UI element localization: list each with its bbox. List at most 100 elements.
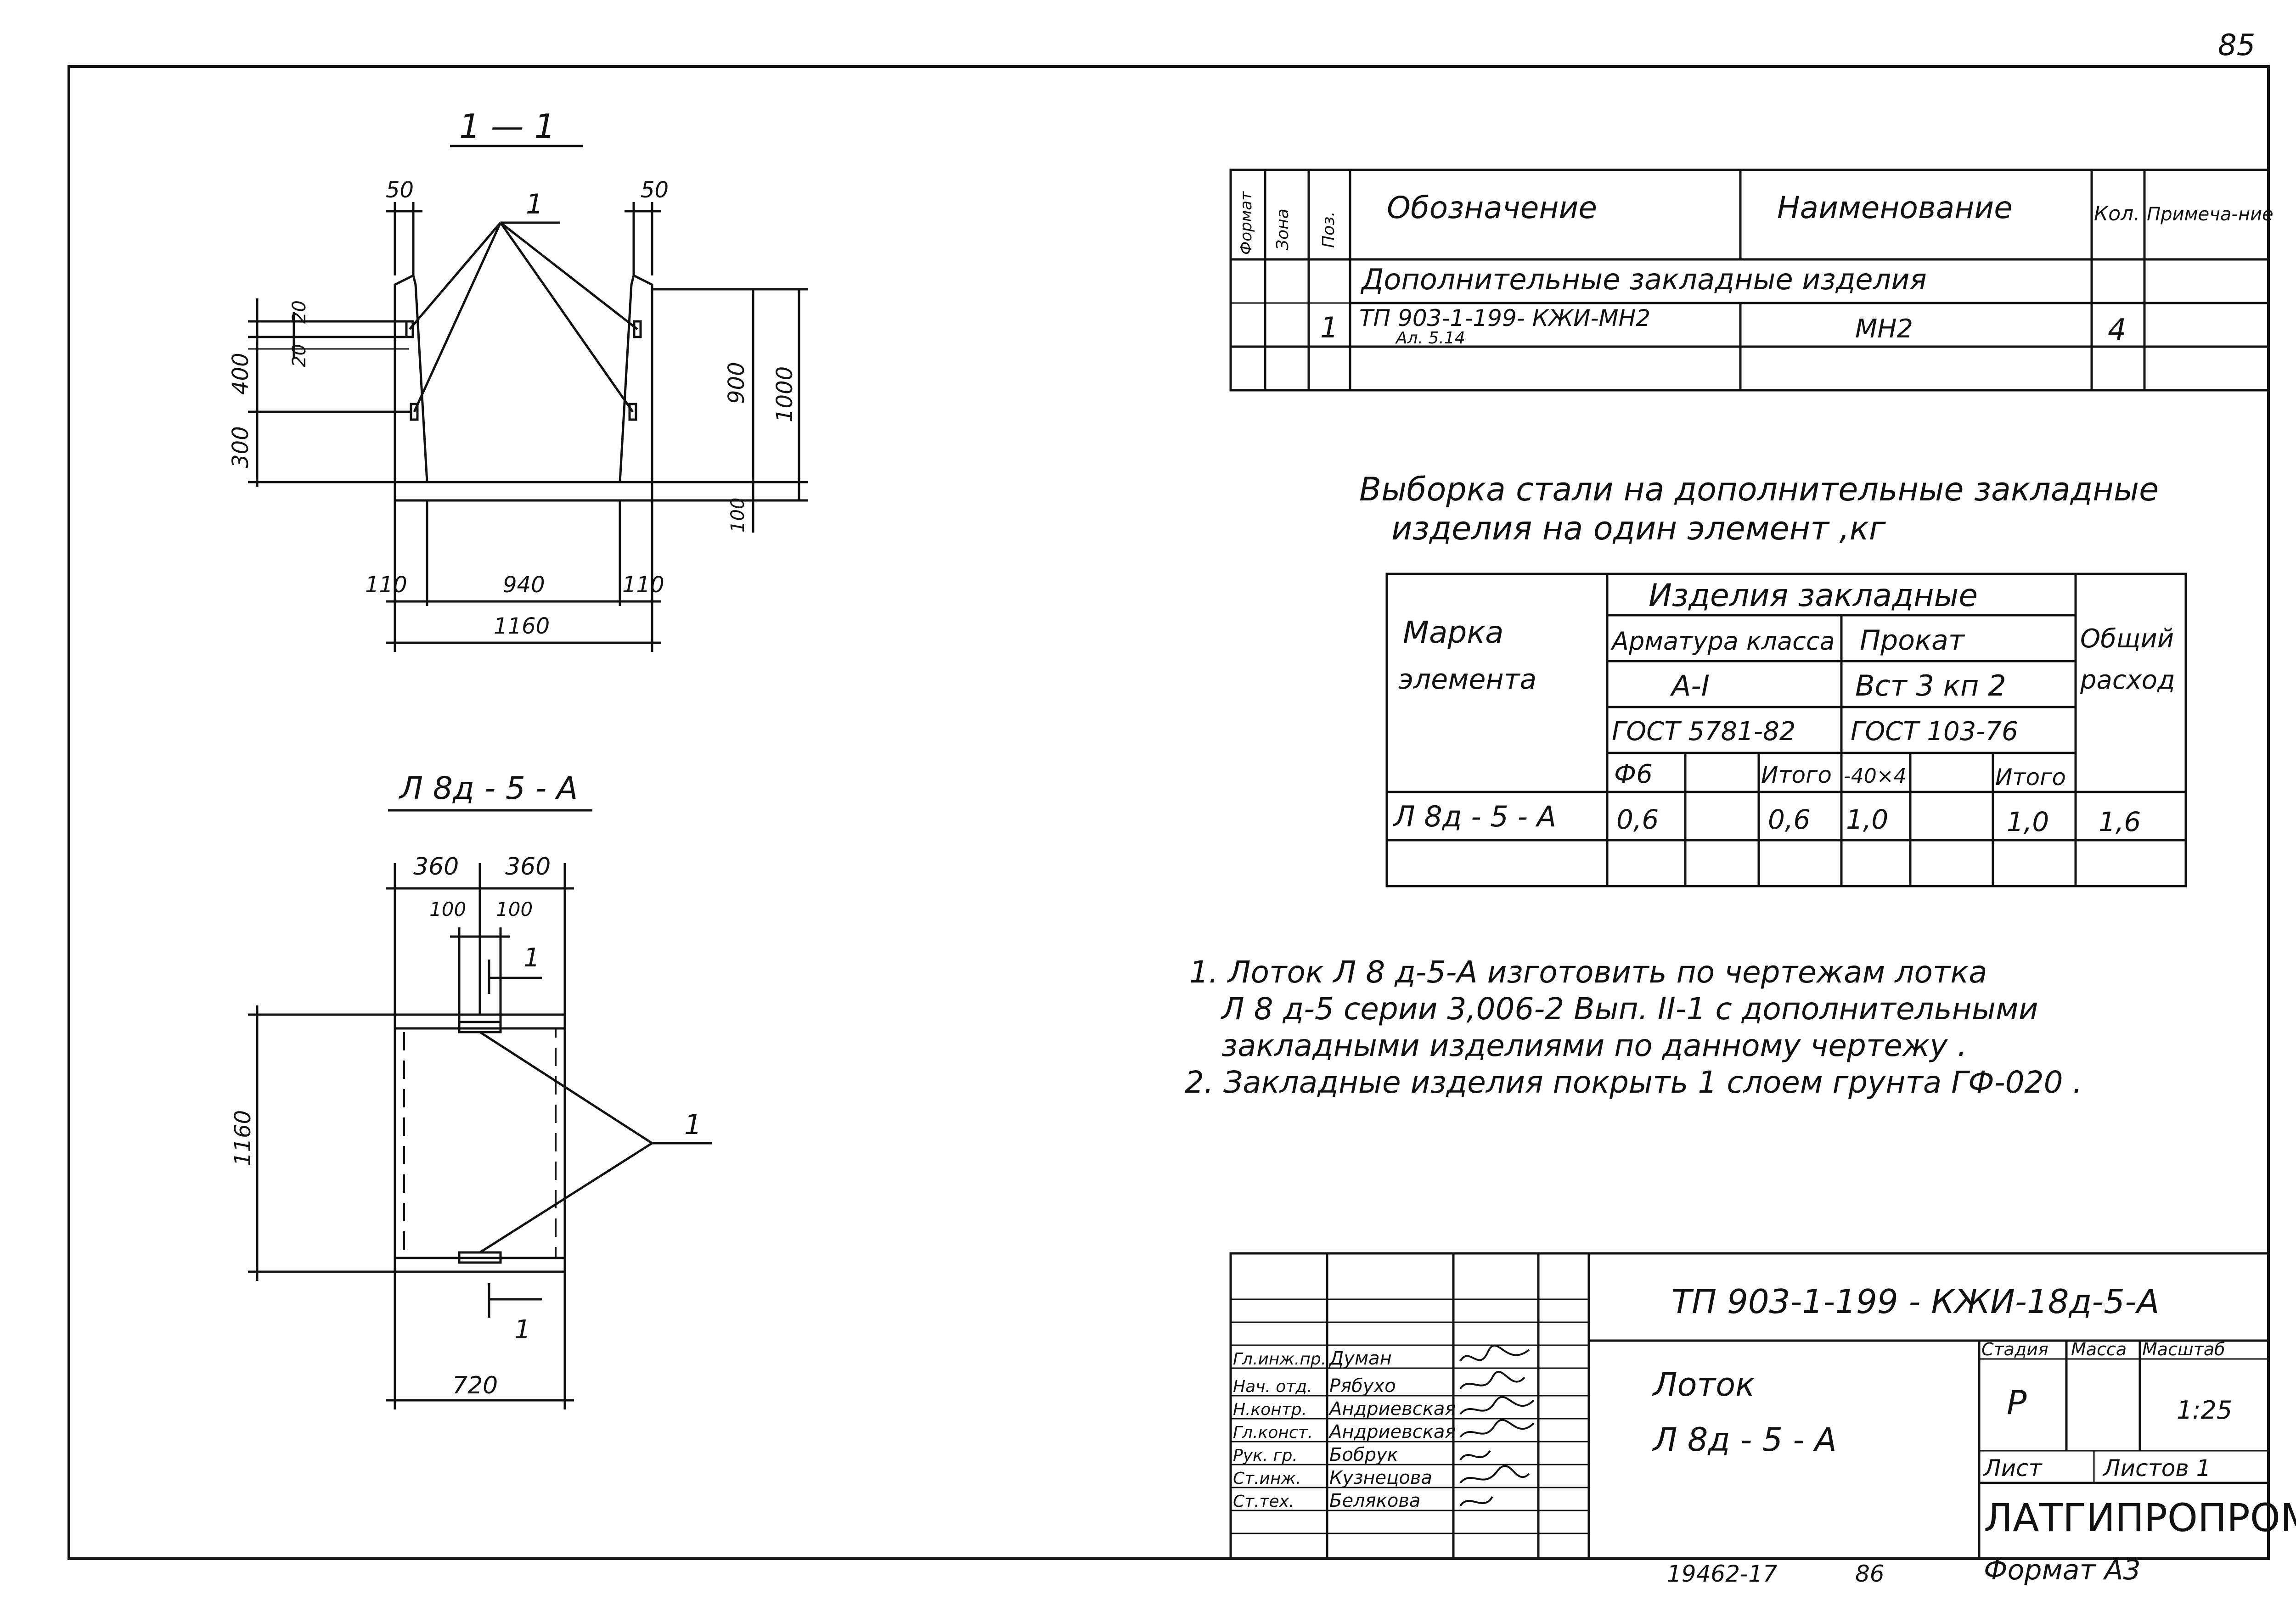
staff-role-3: Н.контр.: [1233, 1400, 1307, 1419]
spec-header-zone: Зона: [1273, 208, 1292, 250]
steel-prokat-header: Прокат: [1860, 624, 1965, 657]
steel-prokat-grade: Вст 3 кп 2: [1855, 669, 2006, 702]
steel-total-header-2: расход: [2080, 665, 2175, 695]
steel-armature-header: Арматура класса: [1610, 627, 1835, 656]
title-stage-header: Стадия: [1981, 1339, 2048, 1359]
title-sheet: Лист: [1983, 1455, 2043, 1482]
steel-sub-strip: -40×4: [1844, 764, 1907, 788]
note-line-1: 1. Лоток Л 8 д-5-А изготовить по чертежа…: [1189, 954, 1987, 990]
title-mass-header: Масса: [2071, 1339, 2127, 1359]
title-scale-header: Масштаб: [2142, 1339, 2225, 1359]
section-dims: 50 50 1 20 20 400 300 900 1000 100 110 9…: [228, 177, 798, 639]
steel-total-header: Общий: [2080, 624, 2174, 654]
spec-row-name: МН2: [1855, 314, 1913, 344]
dim-300: 300: [228, 426, 253, 468]
steel-group-header: Изделия закладные: [1649, 578, 1978, 614]
staff-role-2: Нач. отд.: [1233, 1377, 1312, 1396]
staff-role-5: Рук. гр.: [1233, 1446, 1298, 1465]
spec-header-pos: Поз.: [1319, 211, 1338, 248]
staff-name-2: Рябухо: [1329, 1375, 1396, 1397]
title-object-1: Лоток: [1652, 1366, 1755, 1404]
staff-name-4: Андриевская: [1328, 1421, 1456, 1443]
spec-section-row: Дополнительные закладные изделия: [1360, 263, 1927, 296]
section-title: 1 — 1: [459, 107, 555, 146]
signature-marks: [1459, 1344, 1535, 1507]
staff-role-7: Ст.тех.: [1233, 1492, 1294, 1511]
spec-table-text: Формат Зона Поз. Обозначение Наименовани…: [1237, 190, 2273, 348]
plan-dims: 360 360 100 100 1 1 1 1160 720: [230, 853, 702, 1399]
callout-1-plan: 1: [684, 1109, 702, 1141]
title-block: [1229, 1252, 2270, 1560]
steel-table-text: Изделия закладные Марка элемента Арматур…: [1393, 578, 2175, 837]
steel-sub-itogo1: Итого: [1761, 762, 1832, 788]
dim-100: 100: [727, 498, 748, 533]
steel-row-itogo2: 1,0: [2007, 806, 2049, 837]
note-line-2: Л 8 д-5 серии 3,006-2 Вып. II-1 с дополн…: [1221, 991, 2038, 1027]
dim-360-left: 360: [413, 853, 459, 881]
steel-mark-header-2: элемента: [1398, 663, 1536, 696]
note-line-3: закладными изделиями по данному чертежу …: [1221, 1028, 1967, 1063]
callout-1-section: 1: [526, 188, 543, 220]
steel-sub-itogo2: Итого: [1995, 764, 2066, 791]
steel-title-1: Выборка стали на дополнительные закладны…: [1359, 471, 2159, 508]
steel-prokat-gost: ГОСТ 103-76: [1851, 717, 2018, 747]
title-code: ТП 903-1-199 - КЖИ-18д-5-А: [1671, 1282, 2159, 1321]
page-number: 85: [2218, 28, 2255, 62]
dim-plan-1160: 1160: [230, 1110, 256, 1166]
steel-row-strip: 1,0: [1846, 804, 1888, 835]
dim-110-right: 110: [622, 572, 664, 598]
steel-row-d6: 0,6: [1616, 804, 1659, 835]
title-block-text: ТП 903-1-199 - КЖИ-18д-5-А Лоток Л 8д - …: [1233, 1282, 2296, 1540]
footer-inventory: 19462-17: [1667, 1561, 1778, 1587]
dim-100-right: 100: [496, 898, 533, 921]
steel-sub-d6: Ф6: [1614, 759, 1653, 789]
steel-mark-header: Марка: [1403, 615, 1504, 650]
title-sheets: Листов 1: [2102, 1455, 2211, 1482]
note-line-4: 2. Закладные изделия покрыть 1 слоем гру…: [1185, 1065, 2082, 1100]
staff-name-3: Андриевская: [1328, 1398, 1456, 1420]
spec-header-note: Примеча-ние: [2147, 204, 2273, 225]
spec-row-designation: ТП 903-1-199- КЖИ-МН2: [1359, 305, 1650, 331]
steel-table: [1385, 573, 2187, 887]
title-org: ЛАТГИПРОПРОМ: [1984, 1495, 2296, 1540]
spec-row-album: Ал. 5.14: [1395, 329, 1465, 348]
title-object-2: Л 8д - 5 - А: [1652, 1421, 1837, 1459]
section-mark-top: 1: [523, 943, 540, 973]
steel-armature-gost: ГОСТ 5781-82: [1612, 717, 1795, 747]
dim-720: 720: [452, 1372, 498, 1399]
steel-row-mark: Л 8д - 5 - А: [1393, 800, 1556, 833]
dim-1160: 1160: [494, 613, 550, 639]
title-stage: Р: [2007, 1383, 2027, 1422]
plan-title: Л 8д - 5 - А: [398, 770, 578, 807]
staff-name-6: Кузнецова: [1329, 1467, 1432, 1488]
dim-400: 400: [228, 353, 253, 395]
staff-name-7: Белякова: [1329, 1490, 1420, 1511]
dim-360-right: 360: [505, 853, 551, 881]
dim-20a: 20: [289, 300, 310, 324]
footer-format: Формат А3: [1984, 1554, 2141, 1586]
staff-role-6: Ст.инж.: [1233, 1469, 1301, 1488]
section-mark-bottom: 1: [514, 1315, 531, 1345]
dim-900: 900: [724, 362, 749, 404]
spec-header-name: Наименование: [1777, 190, 2013, 225]
staff-name-1: Думан: [1328, 1348, 1392, 1369]
steel-title-2: изделия на один элемент ,кг: [1391, 510, 1886, 547]
staff-role-4: Гл.конст.: [1233, 1423, 1313, 1442]
footer-page-ref: 86: [1855, 1561, 1885, 1587]
spec-table: [1229, 168, 2270, 392]
dim-1000: 1000: [772, 366, 798, 422]
spec-row-pos: 1: [1320, 311, 1338, 344]
dim-100-left: 100: [429, 898, 466, 921]
notes: 1. Лоток Л 8 д-5-А изготовить по чертежа…: [1185, 954, 2082, 1100]
spec-header-designation: Обозначение: [1387, 190, 1597, 225]
spec-header-qty: Кол.: [2094, 202, 2140, 225]
dim-940: 940: [503, 572, 545, 598]
spec-row-qty: 4: [2108, 313, 2127, 347]
sheet-frame: [68, 65, 2270, 1560]
steel-row-itogo1: 0,6: [1768, 804, 1810, 835]
steel-row-total: 1,6: [2099, 806, 2141, 837]
spec-header-format: Формат: [1237, 191, 1255, 255]
staff-name-5: Бобрук: [1329, 1444, 1398, 1465]
dim-20b: 20: [289, 344, 310, 367]
